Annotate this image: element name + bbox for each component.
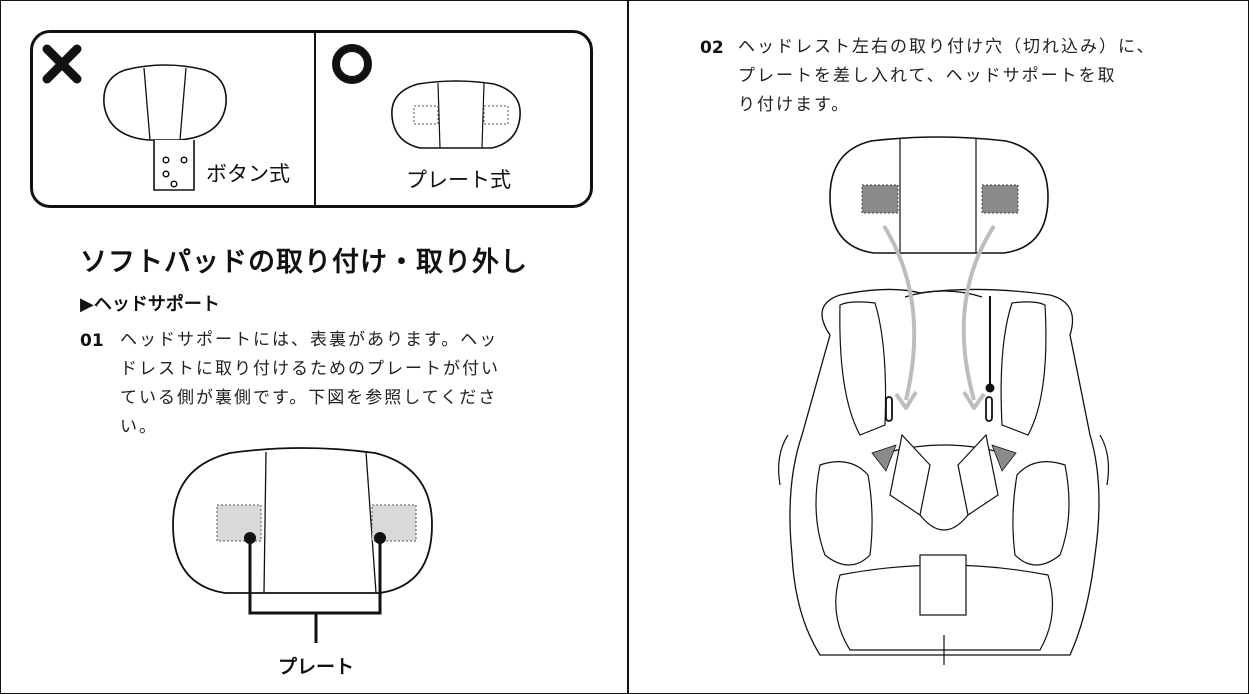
step-2-text: ヘッドレスト左右の取り付け穴（切れ込み）に、 プレートを差し入れて、ヘッドサポー… [738,33,1156,120]
plate-type-headrest-illustration [391,80,521,149]
step-1-text: ヘッドサポートには、表裏があります。ヘッ ドレストに取り付けるためのプレートが付… [120,326,500,442]
step-1-line: ている側が裏側です。下図を参照してくださ [120,388,498,408]
step-1-line: い。 [120,417,158,437]
car-seat-illustration [778,288,1110,665]
headrest-with-plates-illustration [829,136,1049,254]
sub-heading: ▶ヘッドサポート [80,294,220,315]
step-2-line: ヘッドレスト左右の取り付け穴（切れ込み）に、 [738,37,1156,57]
step-2-line: り付けます。 [738,95,851,115]
cross-icon [42,44,82,84]
step-1-line: ヘッドサポートには、表裏があります。ヘッ [120,330,499,350]
insert-arrows [882,224,996,410]
button-type-headrest-illustration [103,64,227,191]
plate-label: プレート [278,656,355,678]
section-title: ソフトパッドの取り付け・取り外し [80,247,528,278]
step-1-line: ドレストに取り付けるためのプレートが付い [120,359,500,379]
step-2-number: 02 [700,38,724,58]
step-1-number: 01 [80,331,104,351]
headrest-back-illustration [172,447,433,643]
slot-callout [985,296,995,393]
circle-icon [332,44,372,84]
step-2-line: プレートを差し入れて、ヘッドサポートを取 [738,66,1117,86]
plate-type-label: プレート式 [406,168,511,192]
button-type-label: ボタン式 [206,162,290,186]
comparison-divider [314,33,316,205]
comparison-box [30,30,593,208]
column-divider [627,0,629,694]
